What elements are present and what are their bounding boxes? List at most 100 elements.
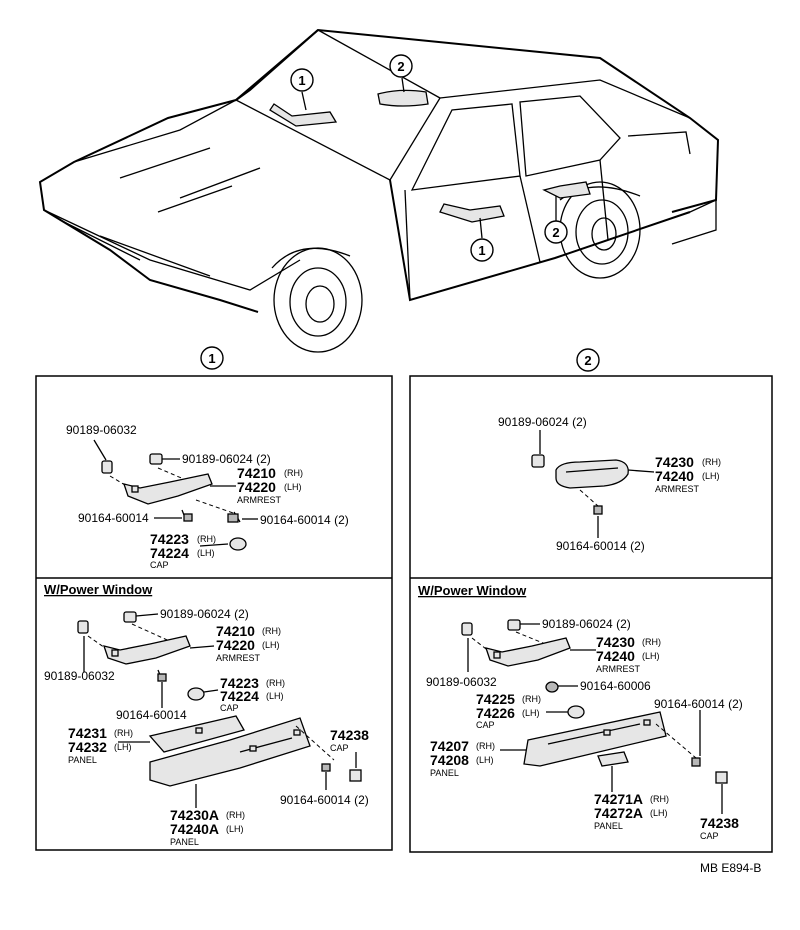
footer-code: MB E894-B xyxy=(700,861,761,875)
label-armrest: ARMREST xyxy=(237,495,282,505)
label-p2-cap: CAP xyxy=(476,720,495,730)
part-label-text: (LH) xyxy=(476,755,494,765)
label-74230A: 74230A xyxy=(170,807,219,823)
label-p2-74240-pw: 74240 xyxy=(596,648,635,664)
label-panel-a: PANEL xyxy=(68,755,97,765)
label-cap2: CAP xyxy=(330,743,349,753)
label-74210: 74210 xyxy=(237,465,276,481)
label-p2-90164-60014-2: 90164-60014 (2) xyxy=(654,697,743,711)
part-label-text: (RH) xyxy=(522,694,541,704)
part-label-text: (LH) xyxy=(266,691,284,701)
panel-1-top-labels: 90189-06032 90189-06024 (2) 74210 (RH) 7… xyxy=(66,423,349,570)
callout-1-panel: 1 xyxy=(200,346,224,370)
part-label-text: (LH) xyxy=(114,742,132,752)
panel-1-bottom-parts xyxy=(77,611,362,808)
label-p2-panel-a: PANEL xyxy=(430,768,459,778)
part-label-text: 2 xyxy=(584,353,591,368)
label-74231: 74231 xyxy=(68,725,107,741)
part-label-text: (RH) xyxy=(642,637,661,647)
part-label-text: (RH) xyxy=(197,534,216,544)
label-74223-pw: 74223 xyxy=(220,675,259,691)
label-90164-60014-2-pw: 90164-60014 (2) xyxy=(280,793,369,807)
label-74225: 74225 xyxy=(476,691,515,707)
label-74210-pw: 74210 xyxy=(216,623,255,639)
label-p2-90189-06024-pw: 90189-06024 (2) xyxy=(542,617,631,631)
part-label-text: (LH) xyxy=(642,651,660,661)
label-90189-06032-pw: 90189-06032 xyxy=(44,669,115,683)
part-label-text: (RH) xyxy=(114,728,133,738)
part-label-text: 1 xyxy=(208,351,215,366)
callout-1-top: 1 xyxy=(290,68,314,92)
label-74223: 74223 xyxy=(150,531,189,547)
panel-1-power-window-header: W/Power Window xyxy=(44,582,153,597)
part-label-text: (RH) xyxy=(702,457,721,467)
label-90189-06024: 90189-06024 (2) xyxy=(182,452,271,466)
panel-1-frame xyxy=(35,375,393,851)
label-p2-74230-pw: 74230 xyxy=(596,634,635,650)
part-label-text: 2 xyxy=(552,225,559,240)
part-label-text: (LH) xyxy=(284,482,302,492)
label-74238: 74238 xyxy=(330,727,369,743)
part-label-text: (RH) xyxy=(262,626,281,636)
callout-1-door: 1 xyxy=(470,238,494,262)
panel-2-frame xyxy=(409,375,773,853)
label-p2-cap2: CAP xyxy=(700,831,719,841)
callout-2-panel: 2 xyxy=(576,348,600,372)
part-label-text: (LH) xyxy=(262,640,280,650)
label-p2-armrest-pw: ARMREST xyxy=(596,664,641,674)
label-cap-pw: CAP xyxy=(220,703,239,713)
label-90164-60014-2: 90164-60014 (2) xyxy=(260,513,349,527)
label-74226: 74226 xyxy=(476,705,515,721)
label-74224: 74224 xyxy=(150,545,189,561)
label-p2-90189-06024: 90189-06024 (2) xyxy=(498,415,587,429)
label-90164-60014: 90164-60014 xyxy=(78,511,149,525)
panel-1-top-parts xyxy=(93,439,258,551)
label-74208: 74208 xyxy=(430,752,469,768)
label-90189-06032: 90189-06032 xyxy=(66,423,137,437)
label-74240: 74240 xyxy=(655,468,694,484)
part-label-text: 2 xyxy=(397,59,404,74)
part-label-text: 1 xyxy=(298,73,305,88)
part-label-text: (LH) xyxy=(522,708,540,718)
label-p2-panel-b: PANEL xyxy=(594,821,623,831)
label-p2-90189-06032: 90189-06032 xyxy=(426,675,497,689)
panel-2-bottom-parts xyxy=(461,619,728,814)
label-74220: 74220 xyxy=(237,479,276,495)
car-illustration xyxy=(38,28,720,353)
label-74220-pw: 74220 xyxy=(216,637,255,653)
label-90164-60014-pw: 90164-60014 xyxy=(116,708,187,722)
label-p2-armrest: ARMREST xyxy=(655,484,700,494)
panel-1-bottom-labels: 90189-06024 (2) 74210 (RH) 74220 (LH) AR… xyxy=(44,607,369,847)
part-label-text: (RH) xyxy=(226,810,245,820)
label-armrest-pw: ARMREST xyxy=(216,653,261,663)
part-label-text: (LH) xyxy=(197,548,215,558)
label-p2-90164-60014: 90164-60014 (2) xyxy=(556,539,645,553)
label-74224-pw: 74224 xyxy=(220,688,259,704)
part-label-text: (LH) xyxy=(650,808,668,818)
label-p2-74238: 74238 xyxy=(700,815,739,831)
label-74240A: 74240A xyxy=(170,821,219,837)
label-74230: 74230 xyxy=(655,454,694,470)
label-74207: 74207 xyxy=(430,738,469,754)
part-label-text: (RH) xyxy=(650,794,669,804)
label-p2-90164-60006: 90164-60006 xyxy=(580,679,651,693)
part-label-text: (RH) xyxy=(476,741,495,751)
part-label-text: (RH) xyxy=(284,468,303,478)
label-74272A: 74272A xyxy=(594,805,643,821)
panel-2-top-labels: 90189-06024 (2) 74230 (RH) 74240 (LH) AR… xyxy=(498,415,721,553)
part-label-text: (RH) xyxy=(266,678,285,688)
label-cap: CAP xyxy=(150,560,169,570)
callout-2-top: 2 xyxy=(389,54,413,78)
label-74271A: 74271A xyxy=(594,791,643,807)
part-label-text: 1 xyxy=(478,243,485,258)
callout-2-door: 2 xyxy=(544,220,568,244)
part-label-text: (LH) xyxy=(702,471,720,481)
label-90189-06024-pw: 90189-06024 (2) xyxy=(160,607,249,621)
panel-2-power-window-header: W/Power Window xyxy=(418,583,527,598)
part-label-text: (LH) xyxy=(226,824,244,834)
panel-2-bottom-labels: 90189-06024 (2) 74230 (RH) 74240 (LH) AR… xyxy=(426,617,743,841)
label-panel-b: PANEL xyxy=(170,837,199,847)
label-74232: 74232 xyxy=(68,739,107,755)
panel-2-top-parts xyxy=(531,430,655,538)
